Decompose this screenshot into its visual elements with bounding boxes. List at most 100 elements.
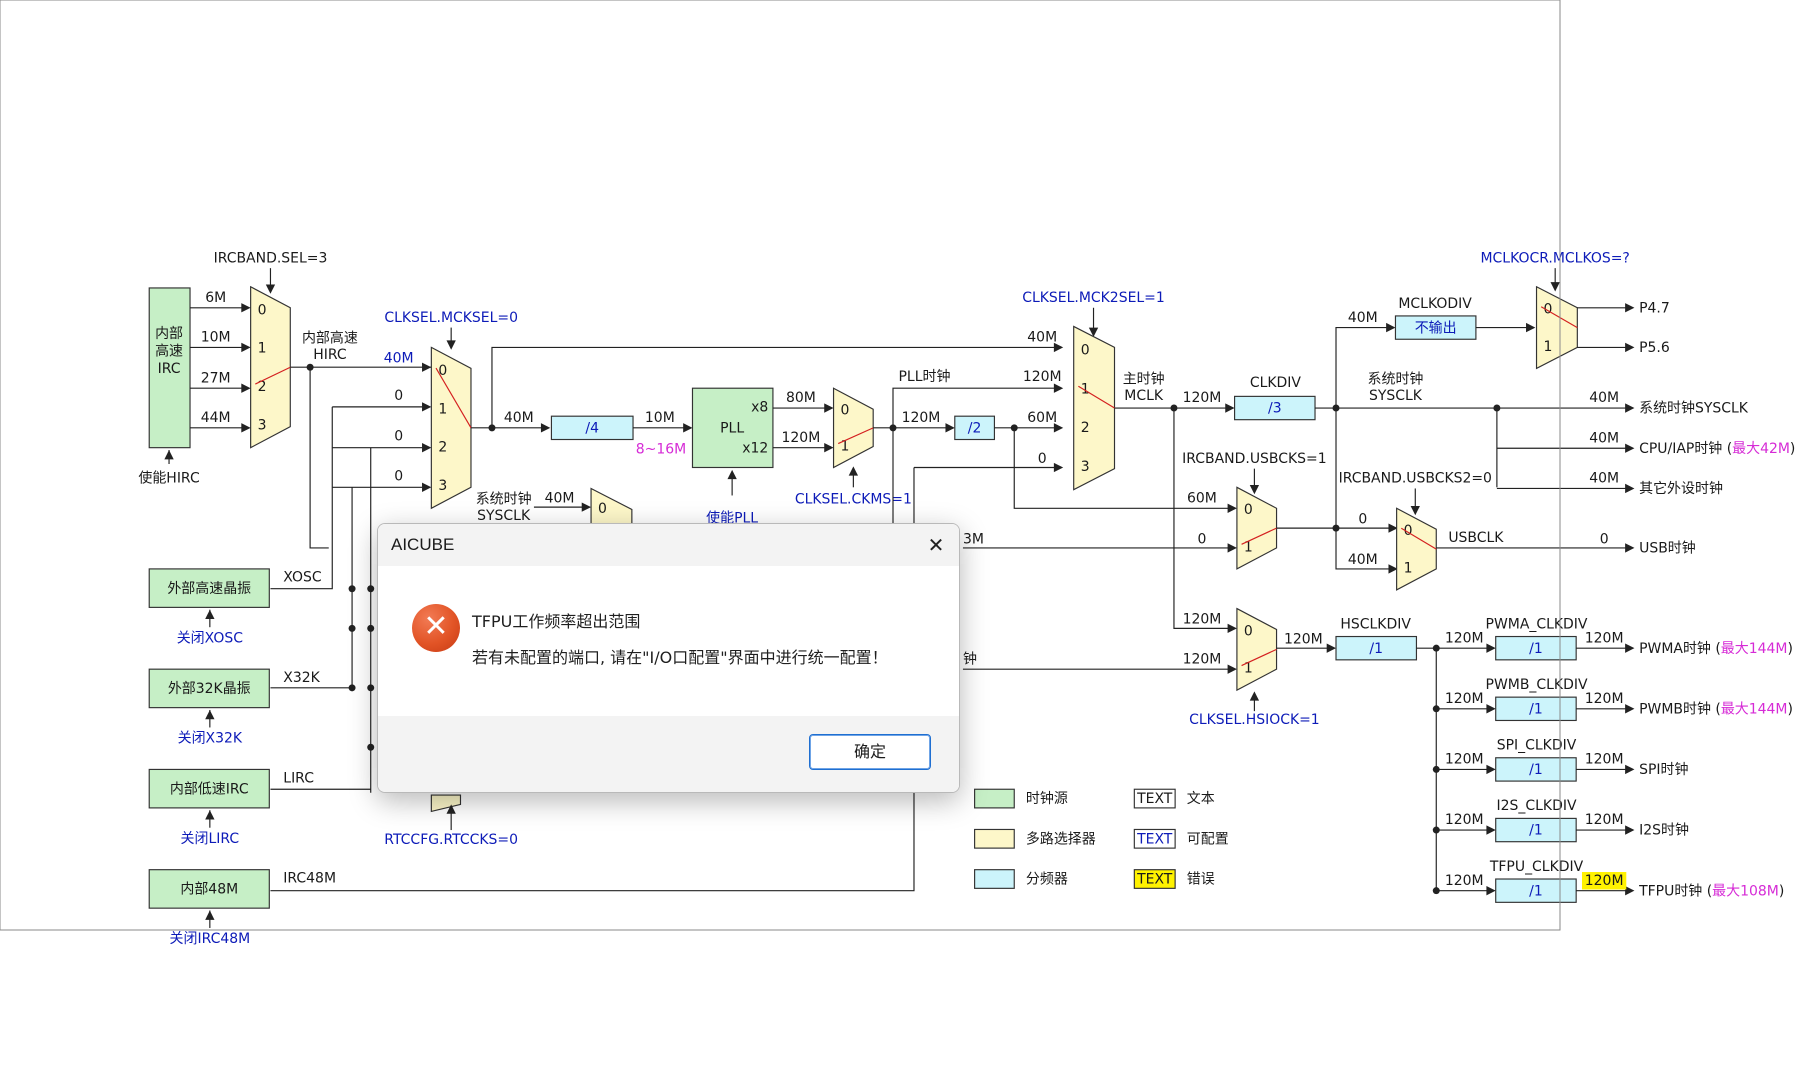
mcksel-mux-port: 0 bbox=[438, 363, 447, 379]
hs-output-in: 120M bbox=[1445, 873, 1484, 889]
mck2sel-mux-port: 3 bbox=[1081, 459, 1090, 475]
wire bbox=[1013, 427, 1229, 509]
hs-max-open: ( bbox=[1711, 701, 1721, 717]
hs-divider-label: /1 bbox=[1529, 883, 1543, 899]
close-icon[interactable]: ✕ bbox=[927, 533, 945, 557]
mclkocr-out: P5.6 bbox=[1639, 340, 1670, 356]
arrow-right bbox=[1053, 342, 1064, 353]
dialog-footer: 确定 bbox=[378, 716, 959, 792]
arrow-right bbox=[422, 402, 432, 412]
arrow-right bbox=[1625, 443, 1635, 453]
source-xosc-label: 外部高速晶振 bbox=[167, 580, 251, 597]
source-xosc bbox=[148, 568, 270, 608]
partial-mux-port: 0 bbox=[598, 501, 607, 517]
arrow-right bbox=[1227, 503, 1237, 513]
pll-x8: x8 bbox=[751, 400, 768, 416]
wire bbox=[491, 346, 1056, 428]
legend-swatch bbox=[1133, 869, 1176, 889]
arrow-up bbox=[446, 804, 456, 814]
hs-max-value: 最大144M bbox=[1721, 701, 1788, 717]
hsiock-mux-select-line bbox=[1241, 648, 1277, 667]
hsiock-in0: 120M bbox=[1183, 612, 1222, 628]
arrow-down bbox=[265, 284, 276, 294]
error-dialog: AICUBE ✕ ✕ TFPU工作频率超出范围 若有未配置的端口, 请在"I/O… bbox=[377, 523, 960, 793]
hsiock-mux-port: 1 bbox=[1244, 661, 1253, 677]
arrow-up bbox=[727, 469, 737, 480]
usbcks-config: IRCBAND.USBCKS=1 bbox=[1182, 451, 1326, 467]
label-line: 系统时钟 bbox=[476, 491, 532, 508]
legend-text: 多路选择器 bbox=[1026, 830, 1096, 847]
hs-divider-label: /1 bbox=[1529, 701, 1543, 717]
mclk-out: 120M bbox=[1183, 390, 1222, 406]
mclkocr-mux-port: 1 bbox=[1544, 339, 1553, 355]
mck2sel-mux-select-line bbox=[1078, 385, 1115, 409]
hs-divider-label: /1 bbox=[1529, 762, 1543, 778]
arrow-right bbox=[241, 423, 251, 433]
dialog-message-title: TFPU工作频率超出范围 bbox=[472, 612, 641, 631]
arrow-right bbox=[581, 502, 592, 512]
source-pll bbox=[691, 387, 774, 469]
source-xosc-enable: 关闭XOSC bbox=[177, 630, 243, 646]
arrow-down bbox=[1550, 282, 1560, 292]
arrow-right bbox=[1486, 825, 1496, 835]
source-x32k-out: X32K bbox=[283, 670, 320, 686]
mclkodiv-name: MCLKODIV bbox=[1398, 296, 1472, 312]
hsclkdiv-label: /1 bbox=[1369, 641, 1383, 657]
hirc-input-freq: 6M bbox=[205, 290, 226, 306]
hsiock-in1: 120M bbox=[1183, 651, 1222, 667]
label-line: 内部高速 bbox=[302, 330, 358, 347]
arrow-right bbox=[1388, 564, 1398, 574]
usbcks2-mux bbox=[1396, 507, 1437, 591]
legend-text: 错误 bbox=[1187, 872, 1215, 888]
wire bbox=[309, 367, 329, 549]
hsiock-out: 120M bbox=[1284, 632, 1323, 648]
hirc-input-freq: 27M bbox=[201, 370, 231, 386]
arrow-right bbox=[241, 342, 251, 353]
pll-label: PLL bbox=[720, 421, 744, 437]
usbcks-in1: 0 bbox=[1197, 531, 1206, 547]
junction-dot bbox=[367, 624, 375, 632]
hs-output-dest: TFPU时钟 (最大108M) bbox=[1638, 882, 1784, 899]
usbcks2-in1: 40M bbox=[1348, 552, 1378, 568]
wire bbox=[1173, 408, 1229, 629]
label-line: 内部 bbox=[155, 326, 183, 342]
sys-output-label: 其它外设时钟 bbox=[1639, 480, 1723, 497]
partial-sysclk-in: 40M bbox=[545, 490, 575, 506]
arrow-right bbox=[422, 482, 432, 492]
arrow-up bbox=[848, 466, 859, 476]
partial-edge-label2: 钟 bbox=[963, 650, 977, 667]
source-irc48 bbox=[148, 869, 270, 909]
ckms-mux-port: 0 bbox=[841, 402, 850, 418]
label-line: 主时钟 bbox=[1123, 371, 1165, 388]
arrow-right bbox=[1625, 342, 1635, 353]
sys-output-label: 系统时钟SYSCLK bbox=[1639, 400, 1749, 417]
label-line: SYSCLK bbox=[1369, 388, 1423, 404]
ok-button[interactable]: 确定 bbox=[809, 734, 931, 770]
mclkodiv-in: 40M bbox=[1348, 310, 1378, 326]
hs-divider-name: TFPU_CLKDIV bbox=[1489, 859, 1584, 875]
pll-range: 8~16M bbox=[636, 441, 686, 457]
usbcks-mux-select-line bbox=[1241, 527, 1277, 545]
legend-swatch bbox=[974, 869, 1015, 889]
label-line: IRC bbox=[158, 361, 181, 377]
arrow-down bbox=[1249, 484, 1260, 495]
arrow-right bbox=[1625, 704, 1635, 714]
ckms-mux-select-line bbox=[837, 427, 874, 445]
mclkocr-mux bbox=[1535, 285, 1578, 370]
mck2-in3: 0 bbox=[1038, 451, 1047, 467]
sys-output-freq: 40M bbox=[1589, 390, 1619, 406]
mcksel-mux-port: 2 bbox=[438, 440, 447, 456]
mcksel-mux bbox=[430, 346, 472, 510]
dialog-title: AICUBE bbox=[391, 535, 455, 554]
label-line: 系统时钟 bbox=[1368, 371, 1424, 388]
mck2sel-mux bbox=[1073, 325, 1116, 491]
pll-out-x12: 120M bbox=[782, 430, 821, 446]
usbclk-label: USBCLK bbox=[1448, 530, 1504, 546]
arrow-right bbox=[1053, 423, 1064, 433]
enable-hirc: 使能HIRC bbox=[138, 470, 199, 487]
sys-output-freq: 40M bbox=[1589, 430, 1619, 446]
arrow-right bbox=[540, 423, 551, 433]
enable-pll: 使能PLL bbox=[706, 509, 758, 526]
